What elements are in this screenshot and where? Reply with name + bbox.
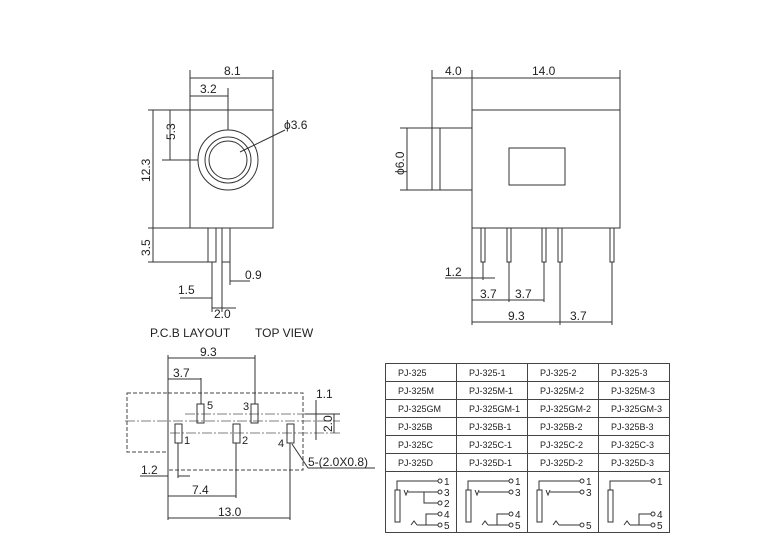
- model-cell: PJ-325C: [385, 435, 457, 454]
- schematic-pin-label: 1: [657, 477, 663, 488]
- schematic-pin-label: 3: [586, 488, 592, 499]
- dim-pitch-c: 3.7: [570, 309, 587, 323]
- dim-flange-length: 4.0: [445, 64, 462, 78]
- dim-pitch-b: 3.7: [515, 287, 532, 301]
- dim-width: 8.1: [224, 64, 241, 78]
- jack-schematic-icon: 1 45: [607, 477, 663, 532]
- model-cell: PJ-325: [385, 363, 457, 382]
- dim-pcb-span-top: 9.3: [200, 345, 217, 359]
- schematic-pin-label: 1: [515, 477, 521, 488]
- schematic-pin-label: 4: [515, 510, 521, 521]
- dim-flange-diameter: ϕ6.0: [393, 151, 407, 175]
- schematic-pin-label: 1: [444, 477, 450, 488]
- front-view: 8.1 3.2 5.3 12.3 3.5 ϕ3.6 0.9 1.5 2.0: [139, 64, 308, 321]
- dim-pin-offset: 1.5: [178, 283, 195, 297]
- dim-body-length: 14.0: [532, 64, 556, 78]
- pcb-layout-title: P.C.B LAYOUT: [150, 326, 231, 340]
- model-cell: PJ-325C-2: [527, 435, 599, 454]
- model-cell: PJ-325B-3: [598, 417, 670, 436]
- schematic-pin-label: 5: [515, 521, 521, 532]
- model-cell: PJ-325-2: [527, 363, 599, 382]
- schematic-pin-label: 5: [444, 521, 450, 532]
- pin-label-4: 4: [278, 438, 284, 450]
- dim-upper-height: 5.3: [164, 123, 178, 140]
- dim-height: 12.3: [139, 158, 153, 182]
- dim-span-mid: 7.4: [192, 483, 209, 497]
- dim-pin-length: 3.5: [139, 239, 153, 256]
- model-cell: PJ-325GM: [385, 399, 457, 418]
- dim-span-total: 13.0: [218, 505, 242, 519]
- pcb-layout: P.C.B LAYOUT TOP VIEW 1 2 3 4 5 9.3 3.7 …: [125, 326, 375, 520]
- model-cell: PJ-325D-2: [527, 453, 599, 472]
- dim-row-gap: 2.0: [321, 415, 335, 432]
- jack-schematic-icon: 13 45: [465, 477, 521, 532]
- model-cell: PJ-325B-1: [456, 417, 528, 436]
- schematic-pin-label: 1: [586, 477, 592, 488]
- side-view: 4.0 14.0 ϕ6.0 1.2 3.7 3.7 9.3 3.7: [393, 64, 621, 325]
- dim-pin-pitch: 2.0: [214, 307, 231, 321]
- model-cell: PJ-325D-3: [598, 453, 670, 472]
- model-cell: PJ-325B-2: [527, 417, 599, 436]
- model-cell: PJ-325-3: [598, 363, 670, 382]
- schematic-pin-label: 3: [515, 488, 521, 499]
- schematic-pin-label: 3: [444, 488, 450, 499]
- pad-note: 5-(2.0X0.8): [308, 455, 368, 469]
- pin-label-3: 3: [243, 401, 249, 413]
- model-cell: PJ-325C-3: [598, 435, 670, 454]
- dim-hole-diameter: ϕ3.6: [284, 118, 308, 132]
- dim-side-pin-offset: 1.2: [445, 265, 462, 279]
- model-cell: PJ-325-1: [456, 363, 528, 382]
- pin-label-2: 2: [242, 435, 248, 447]
- dim-row-offset: 1.1: [316, 387, 333, 401]
- schematic-pin-label: 5: [657, 521, 663, 532]
- model-cell: PJ-325B: [385, 417, 457, 436]
- schematic-pin-label: 4: [444, 510, 450, 521]
- pin-label-1: 1: [184, 435, 190, 447]
- model-cell: PJ-325M-2: [527, 381, 599, 400]
- model-cell: PJ-325GM-1: [456, 399, 528, 418]
- model-cell: PJ-325M-1: [456, 381, 528, 400]
- dim-pin-width: 0.9: [245, 268, 262, 282]
- model-cell: PJ-325M-3: [598, 381, 670, 400]
- model-cell: PJ-325M: [385, 381, 457, 400]
- schematic-pin-label: 4: [657, 510, 663, 521]
- model-cell: PJ-325C-1: [456, 435, 528, 454]
- dim-edge-offset: 1.2: [141, 463, 158, 477]
- pin-label-5: 5: [207, 400, 213, 412]
- model-cell: PJ-325GM-2: [527, 399, 599, 418]
- dim-pcb-pitch-top: 3.7: [173, 366, 190, 380]
- model-cell: PJ-325D-1: [456, 453, 528, 472]
- dim-offset: 3.2: [200, 82, 217, 96]
- dim-pitch-a: 3.7: [480, 287, 497, 301]
- dim-span: 9.3: [508, 309, 525, 323]
- jack-schematic-icon: 13 5: [536, 477, 592, 532]
- model-cell: PJ-325GM-3: [598, 399, 670, 418]
- schematic-pin-label: 5: [586, 521, 592, 532]
- schematic-pin-label: 2: [444, 499, 450, 510]
- model-cell: PJ-325D: [385, 453, 457, 472]
- top-view-title: TOP VIEW: [255, 326, 314, 340]
